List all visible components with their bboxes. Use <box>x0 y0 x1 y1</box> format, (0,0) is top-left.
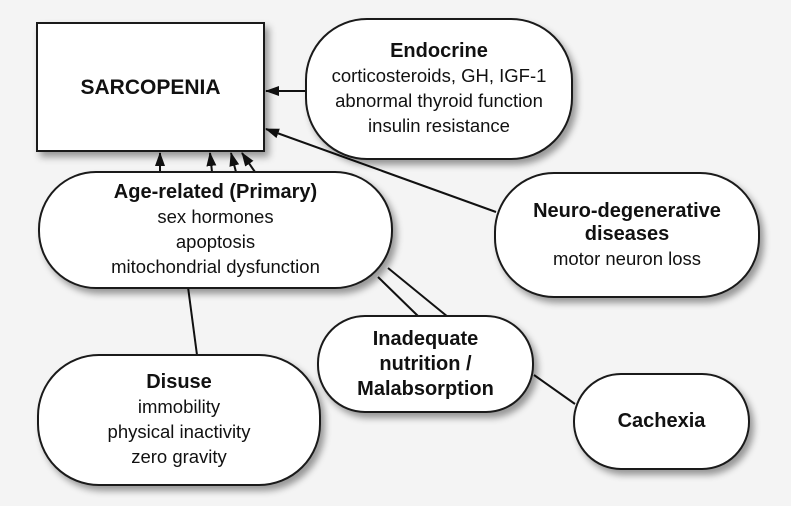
node-item: abnormal thyroid function <box>335 90 543 111</box>
node-item: corticosteroids, GH, IGF-1 <box>331 65 547 86</box>
node-item: immobility <box>137 396 221 417</box>
node-title-endocrine: Endocrine <box>390 40 488 62</box>
node-item: physical inactivity <box>107 421 251 442</box>
node-item: zero gravity <box>131 446 227 467</box>
node-title-age-related: Age-related (Primary) <box>113 181 318 203</box>
node-title-neurodegenerative: Neuro-degenerative diseases <box>533 200 721 246</box>
node-item: mitochondrial dysfunction <box>111 256 320 277</box>
node-age-related: Age-related (Primary) sex hormones apopt… <box>38 171 393 289</box>
connector-neuro-to-sarcopenia <box>265 128 497 213</box>
node-sarcopenia: SARCOPENIA <box>36 22 265 152</box>
node-neurodegenerative: Neuro-degenerative diseases motor neuron… <box>494 172 760 298</box>
node-nutrition: Inadequate nutrition / Malabsorption <box>317 315 534 413</box>
connector-cachexia-to-sarcopenia <box>241 152 256 173</box>
title-line: Inadequate <box>372 327 479 350</box>
node-title-disuse: Disuse <box>146 371 212 393</box>
node-item: insulin resistance <box>368 115 510 136</box>
node-title-cachexia: Cachexia <box>617 410 706 432</box>
node-title-sarcopenia: SARCOPENIA <box>80 75 221 99</box>
node-cachexia: Cachexia <box>573 373 750 470</box>
title-line: Neuro-degenerative <box>533 199 721 222</box>
connector-disuse-to-age <box>187 286 198 356</box>
node-item: sex hormones <box>157 206 274 227</box>
connector-nutrition-to-sarcopenia <box>229 152 240 173</box>
connector-nutrition-to-age <box>377 276 420 318</box>
node-disuse: Disuse immobility physical inactivity ze… <box>37 354 321 486</box>
connector-disuse-to-sarcopenia <box>206 152 217 173</box>
node-item: motor neuron loss <box>552 247 702 269</box>
node-title-nutrition: Inadequate nutrition / Malabsorption <box>357 327 494 402</box>
node-item: apoptosis <box>175 231 256 252</box>
title-line: nutrition / <box>379 352 472 375</box>
title-line: diseases <box>584 222 670 245</box>
connector-cachexia-to-age <box>533 374 576 405</box>
title-line: Malabsorption <box>357 377 494 400</box>
connector-nutrition-to-age-parallel <box>387 267 449 318</box>
node-endocrine: Endocrine corticosteroids, GH, IGF-1 abn… <box>305 18 573 160</box>
